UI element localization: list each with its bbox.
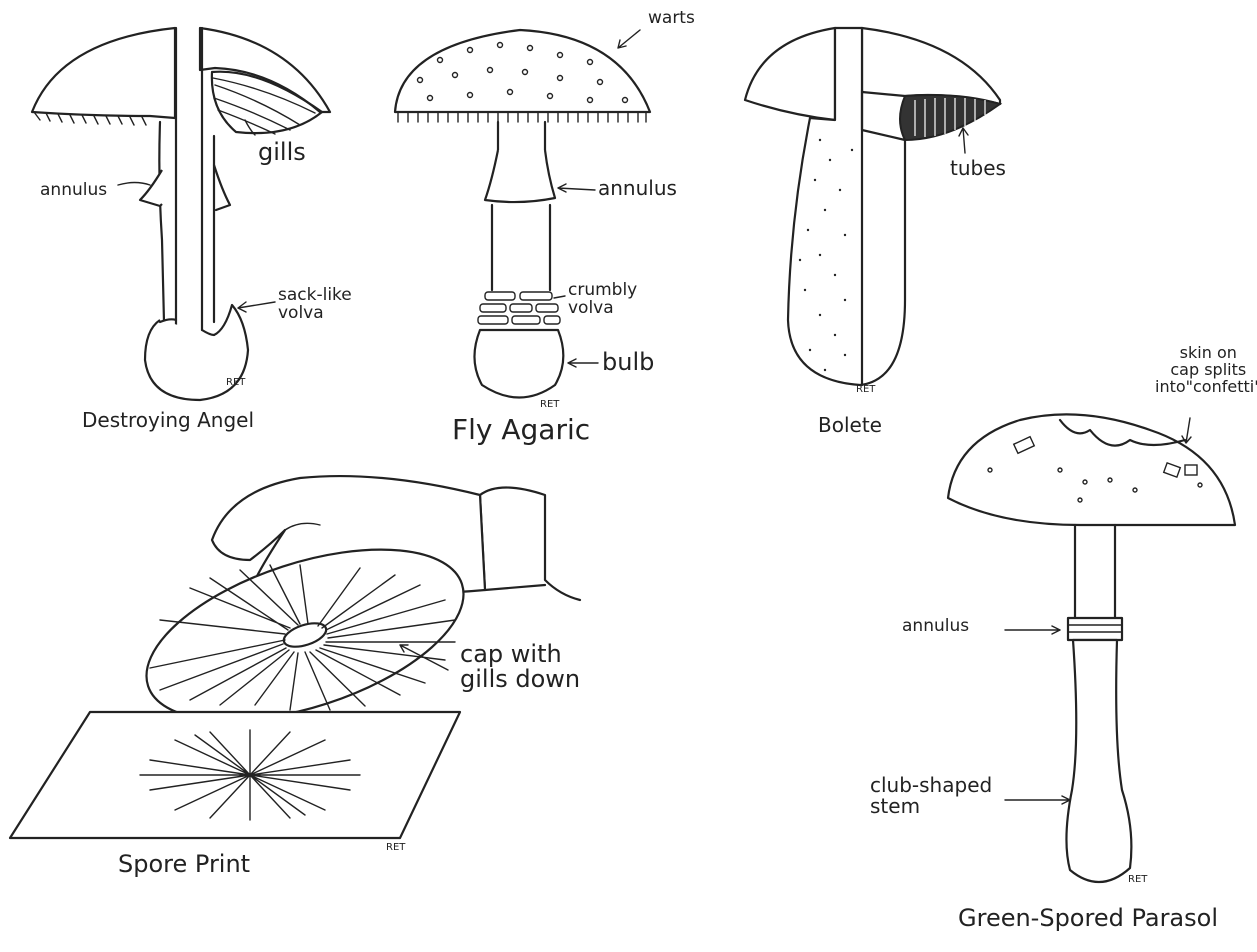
label-tubes: tubes [950, 158, 1006, 179]
label-warts: warts [648, 10, 695, 28]
destroying-angel-drawing [32, 28, 330, 400]
signature-angel: RET [226, 378, 245, 389]
fly-agaric-bulb [474, 330, 563, 398]
label-sack-volva: sack-like volva [278, 287, 352, 323]
title-bolete: Bolete [818, 415, 882, 436]
label-annulus-angel: annulus [40, 182, 107, 200]
destroying-angel-annulus [140, 170, 162, 206]
label-annulus-fly: annulus [598, 178, 677, 199]
fly-agaric-annulus [485, 150, 555, 202]
parasol-stem [1066, 640, 1131, 882]
bolete-drawing [745, 28, 1000, 385]
destroying-angel-cap [32, 28, 175, 118]
signature-spore: RET [386, 843, 405, 854]
title-fly-agaric: Fly Agaric [452, 415, 590, 444]
label-crumbly-volva: crumbly volva [568, 282, 637, 318]
label-club-stem: club-shaped stem [870, 775, 992, 817]
sleeve [480, 488, 580, 601]
spore-print-drawing [10, 712, 460, 838]
signature-parasol: RET [1128, 875, 1147, 886]
signature-fly: RET [540, 400, 559, 411]
label-bulb: bulb [602, 350, 654, 375]
label-annulus-parasol: annulus [902, 618, 969, 636]
bolete-cap [745, 28, 835, 120]
title-green-spored-parasol: Green-Spored Parasol [958, 906, 1218, 931]
label-skin-confetti: skin on cap splits into"confetti" [1155, 345, 1257, 395]
signature-bolete: RET [856, 385, 875, 396]
fly-agaric-drawing [395, 30, 650, 398]
label-gills: gills [258, 140, 306, 165]
title-destroying-angel: Destroying Angel [82, 410, 254, 431]
parasol-annulus [1068, 618, 1122, 640]
title-spore-print: Spore Print [118, 852, 250, 877]
fly-agaric-volva [478, 292, 560, 324]
label-cap-gills-down: cap with gills down [460, 642, 580, 692]
